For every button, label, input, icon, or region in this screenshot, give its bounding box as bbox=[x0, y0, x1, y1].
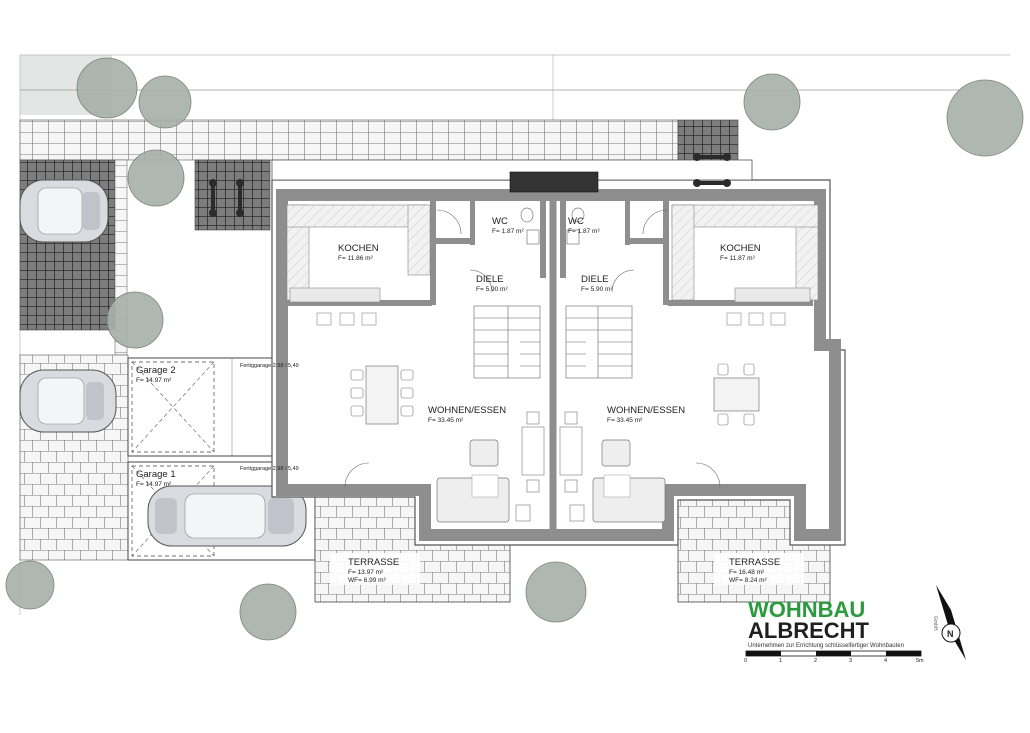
garage-2-name: Garage 2 bbox=[136, 365, 176, 376]
tree-icon bbox=[5, 57, 1024, 641]
building bbox=[271, 179, 846, 546]
room-terrasse-right-area: F= 16.48 m² bbox=[729, 569, 765, 576]
scale-tick-3: 3 bbox=[849, 658, 852, 664]
kitchen-left bbox=[286, 204, 431, 326]
logo-gmbh: GmbH bbox=[932, 616, 938, 631]
room-terrasse-right-wf: WF= 8.24 m² bbox=[729, 577, 768, 584]
door-swings bbox=[344, 209, 721, 488]
scale-tick-2: 2 bbox=[814, 658, 817, 664]
room-wc-right-name: WC bbox=[568, 216, 584, 227]
room-kochen-right-name: KOCHEN bbox=[720, 243, 761, 254]
room-diele-right-area: F= 5.90 m² bbox=[581, 286, 613, 293]
room-terrasse-right-name: TERRASSE bbox=[729, 557, 780, 568]
logo-line1: WOHNBAU bbox=[748, 597, 865, 622]
logo-tagline: Unternehmen zur Errichtung schlüsselfert… bbox=[748, 643, 904, 649]
bicycle-icon bbox=[209, 153, 731, 217]
room-wohnen-right-name: WOHNEN/ESSEN bbox=[607, 405, 685, 416]
scale-tick-0: 0 bbox=[744, 658, 747, 664]
staircase-right bbox=[565, 305, 633, 379]
car-icon bbox=[19, 179, 109, 243]
room-terrasse-left-wf: WF= 6.99 m² bbox=[348, 577, 387, 584]
scale-tick-1: 1 bbox=[779, 658, 782, 664]
dining-table-left bbox=[350, 365, 414, 425]
company-logo: WOHNBAU ALBRECHT GmbH Unternehmen zur Er… bbox=[748, 597, 938, 649]
garage-1-note: Fertiggarage 2,98 / 5,49 bbox=[240, 466, 299, 472]
living-furniture-right bbox=[559, 411, 666, 523]
room-diele-left-name: DIELE bbox=[476, 274, 503, 285]
dining-table-right bbox=[713, 363, 760, 426]
garage-1-area: F= 14.97 m² bbox=[136, 481, 172, 488]
terrace-left bbox=[314, 496, 511, 603]
wc-right bbox=[566, 207, 585, 245]
bike-parking-left bbox=[194, 159, 271, 231]
scale-bar: 0 1 2 3 4 5m bbox=[744, 650, 924, 664]
wc-left bbox=[520, 207, 540, 245]
room-wc-right-area: F= 1.87 m² bbox=[568, 228, 600, 235]
garage-1-name: Garage 1 bbox=[136, 469, 176, 480]
room-wc-left-area: F= 1.87 m² bbox=[492, 228, 524, 235]
room-wc-left-name: WC bbox=[492, 216, 508, 227]
car-icon bbox=[19, 369, 117, 433]
room-wohnen-right-area: F= 33.45 m² bbox=[607, 417, 643, 424]
room-kochen-left-name: KOCHEN bbox=[338, 243, 379, 254]
room-wohnen-left-name: WOHNEN/ESSEN bbox=[428, 405, 506, 416]
north-label: N bbox=[947, 629, 954, 639]
room-diele-right-name: DIELE bbox=[581, 274, 608, 285]
entrance-canopy bbox=[509, 171, 599, 193]
garage-2-note: Fertiggarage 2,98 / 5,49 bbox=[240, 363, 299, 369]
room-wohnen-left-area: F= 33.45 m² bbox=[428, 417, 464, 424]
room-diele-left-area: F= 5.90 m² bbox=[476, 286, 508, 293]
car-icon bbox=[147, 485, 307, 547]
room-terrasse-left-area: F= 13.97 m² bbox=[348, 569, 384, 576]
room-kochen-right-area: F= 11.87 m² bbox=[720, 255, 756, 262]
front-paving bbox=[19, 119, 679, 161]
north-arrow-icon: N bbox=[936, 585, 966, 660]
room-labels: KOCHEN F= 11.86 m² KOCHEN F= 11.87 m² WC… bbox=[136, 216, 780, 584]
logo-line2: ALBRECHT bbox=[748, 618, 870, 643]
scale-tick-5: 5m bbox=[916, 658, 924, 664]
kitchen-right bbox=[671, 204, 819, 326]
scale-tick-4: 4 bbox=[884, 658, 887, 664]
room-terrasse-left-name: TERRASSE bbox=[348, 557, 399, 568]
living-furniture-left bbox=[436, 411, 545, 523]
garage-2-area: F= 14.97 m² bbox=[136, 377, 172, 384]
staircase-left bbox=[473, 305, 541, 379]
room-kochen-left-area: F= 11.86 m² bbox=[338, 255, 374, 262]
